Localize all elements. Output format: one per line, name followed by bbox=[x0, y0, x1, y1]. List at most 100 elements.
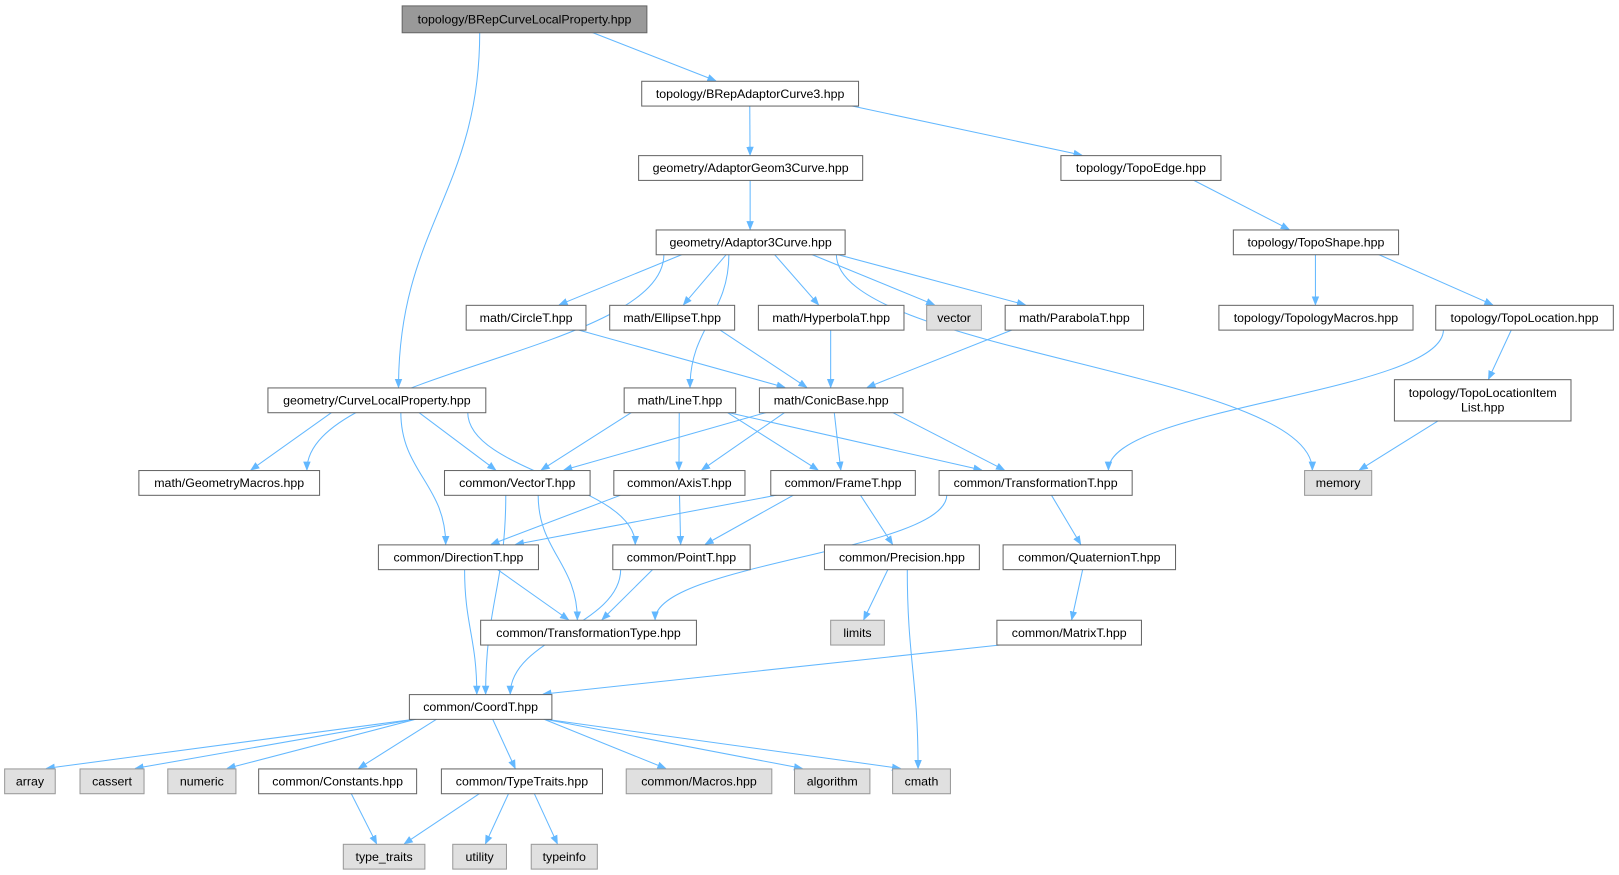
file-node-math-linet-hpp[interactable]: math/LineT.hpp bbox=[623, 387, 737, 414]
node-box bbox=[465, 304, 587, 331]
edge-math-circlet-hpp-to-math-conicbase-hpp bbox=[577, 329, 786, 389]
node-label: math/HyperbolaT.hpp bbox=[772, 311, 890, 325]
file-node-math-hyperbolat-hpp[interactable]: math/HyperbolaT.hpp bbox=[757, 304, 905, 331]
node-label: common/Precision.hpp bbox=[839, 550, 965, 564]
system-header-node-array: array bbox=[4, 768, 56, 795]
node-box bbox=[408, 694, 553, 720]
edge-topology-topolocation-hpp-to-common-transformationt-hpp bbox=[1104, 329, 1444, 471]
node-label: cmath bbox=[905, 774, 939, 788]
node-label: common/DirectionT.hpp bbox=[393, 550, 523, 564]
node-label: math/ParabolaT.hpp bbox=[1019, 311, 1130, 325]
node-label: math/CircleT.hpp bbox=[480, 311, 573, 325]
node-box bbox=[655, 229, 846, 256]
node-label: vector bbox=[937, 311, 971, 325]
system-header-node-algorithm: algorithm bbox=[794, 768, 871, 795]
node-label: common/TypeTraits.hpp bbox=[456, 774, 588, 788]
node-label: topology/TopologyMacros.hpp bbox=[1234, 311, 1399, 325]
node-box bbox=[757, 304, 905, 331]
edge-math-ellipset-hpp-to-math-conicbase-hpp bbox=[719, 329, 808, 388]
file-node-topology-topolocation-hpp[interactable]: topology/TopoLocation.hpp bbox=[1435, 304, 1614, 331]
edge-common-coordt-hpp-to-common-macros-hpp bbox=[542, 718, 667, 769]
node-box bbox=[609, 304, 736, 331]
node-label: common/FrameT.hpp bbox=[785, 476, 902, 490]
file-node-math-parabolat-hpp[interactable]: math/ParabolaT.hpp bbox=[1004, 304, 1145, 331]
file-node-common-vectort-hpp[interactable]: common/VectorT.hpp bbox=[443, 470, 591, 496]
edge-math-linet-hpp-to-common-vectort-hpp bbox=[540, 411, 633, 471]
file-node-geometry-adaptorgeom3curve-hpp[interactable]: geometry/AdaptorGeom3Curve.hpp bbox=[638, 155, 864, 181]
edge-math-linet-hpp-to-common-framet-hpp bbox=[726, 411, 819, 471]
file-node-common-coordt-hpp[interactable]: common/CoordT.hpp bbox=[408, 694, 553, 720]
file-node-math-conicbase-hpp[interactable]: math/ConicBase.hpp bbox=[758, 387, 904, 414]
system-header-node-cassert: cassert bbox=[79, 768, 145, 795]
node-label: topology/BRepCurveLocalProperty.hpp bbox=[418, 12, 632, 26]
edges-layer bbox=[45, 31, 1512, 845]
node-label: utility bbox=[466, 850, 495, 864]
edge-common-matrixt-hpp-to-common-coordt-hpp bbox=[542, 644, 1005, 697]
file-node-common-pointt-hpp[interactable]: common/PointT.hpp bbox=[612, 544, 751, 571]
edge-geometry-curvelocalproperty-hpp-to-common-vectort-hpp bbox=[418, 411, 497, 471]
file-node-common-transformationt-hpp[interactable]: common/TransformationT.hpp bbox=[938, 470, 1133, 496]
file-node-math-geometrymacros-hpp[interactable]: math/GeometryMacros.hpp bbox=[138, 470, 321, 496]
node-box bbox=[401, 5, 648, 34]
node-box bbox=[1004, 304, 1145, 331]
edge-geometry-adaptor3curve-hpp-to-math-circlet-hpp bbox=[558, 253, 683, 306]
file-node-math-circlet-hpp[interactable]: math/CircleT.hpp bbox=[465, 304, 587, 331]
nodes-layer: topology/BRepCurveLocalProperty.hpp topol… bbox=[4, 5, 1614, 870]
node-label: List.hpp bbox=[1461, 401, 1504, 415]
node-box bbox=[612, 544, 751, 571]
file-node-common-directiont-hpp[interactable]: common/DirectionT.hpp bbox=[377, 544, 539, 571]
node-label: common/Macros.hpp bbox=[641, 774, 757, 788]
edge-common-pointt-hpp-to-common-transformationtype-hpp bbox=[601, 568, 654, 621]
file-node-topology-toposhape-hpp[interactable]: topology/TopoShape.hpp bbox=[1232, 229, 1400, 256]
node-label: common/MatrixT.hpp bbox=[1012, 626, 1127, 640]
file-node-common-constants-hpp[interactable]: common/Constants.hpp bbox=[258, 768, 418, 795]
file-node-topology-brepcurvelocalproperty-hpp[interactable]: topology/BRepCurveLocalProperty.hpp bbox=[401, 5, 648, 34]
node-label: common/Constants.hpp bbox=[272, 774, 403, 788]
node-label: topology/BRepAdaptorCurve3.hpp bbox=[656, 87, 845, 101]
edge-common-coordt-hpp-to-common-typetraits-hpp bbox=[492, 718, 516, 770]
file-node-common-typetraits-hpp[interactable]: common/TypeTraits.hpp bbox=[440, 768, 603, 795]
file-node-geometry-adaptor3curve-hpp[interactable]: geometry/Adaptor3Curve.hpp bbox=[655, 229, 846, 256]
edge-common-coordt-hpp-to-cmath bbox=[543, 718, 902, 771]
file-node-common-matrixt-hpp[interactable]: common/MatrixT.hpp bbox=[996, 619, 1142, 646]
node-label: common/QuaternionT.hpp bbox=[1018, 550, 1161, 564]
node-label: common/PointT.hpp bbox=[627, 550, 736, 564]
file-node-common-transformationtype-hpp[interactable]: common/TransformationType.hpp bbox=[480, 619, 697, 646]
file-node-math-ellipset-hpp[interactable]: math/EllipseT.hpp bbox=[609, 304, 736, 331]
edge-common-axist-hpp-to-common-pointt-hpp bbox=[676, 494, 685, 546]
node-label: algorithm bbox=[807, 774, 858, 788]
edge-common-transformationt-hpp-to-common-transformationtype-hpp bbox=[651, 494, 948, 621]
edge-common-directiont-hpp-to-common-transformationtype-hpp bbox=[496, 568, 570, 621]
node-label: numeric bbox=[180, 774, 224, 788]
file-node-topology-topoedge-hpp[interactable]: topology/TopoEdge.hpp bbox=[1060, 155, 1222, 181]
node-box bbox=[440, 768, 603, 795]
edge-topology-topolocation-hpp-to-topology-topolocationitemlist-hpp bbox=[1487, 329, 1512, 381]
node-label: geometry/AdaptorGeom3Curve.hpp bbox=[653, 161, 849, 175]
edge-math-conicbase-hpp-to-common-framet-hpp bbox=[833, 412, 844, 471]
node-box bbox=[342, 843, 426, 870]
file-node-topology-brepadaptorcurve3-hpp[interactable]: topology/BRepAdaptorCurve3.hpp bbox=[641, 80, 860, 107]
edge-topology-toposhape-hpp-to-topology-topolocation-hpp bbox=[1377, 253, 1494, 306]
edge-common-vectort-hpp-to-common-coordt-hpp bbox=[481, 494, 507, 696]
node-label: common/TransformationT.hpp bbox=[954, 476, 1118, 490]
edge-math-conicbase-hpp-to-common-axist-hpp bbox=[700, 411, 786, 471]
node-box bbox=[830, 619, 885, 646]
edge-common-precision-hpp-to-limits bbox=[863, 568, 889, 621]
edge-geometry-adaptor3curve-hpp-to-math-ellipset-hpp bbox=[682, 253, 727, 306]
file-node-common-quaterniont-hpp[interactable]: common/QuaternionT.hpp bbox=[1002, 544, 1177, 571]
file-node-geometry-curvelocalproperty-hpp[interactable]: geometry/CurveLocalProperty.hpp bbox=[267, 387, 487, 414]
node-box bbox=[443, 470, 591, 496]
node-label: common/AxisT.hpp bbox=[627, 476, 732, 490]
file-node-common-axist-hpp[interactable]: common/AxisT.hpp bbox=[613, 470, 746, 496]
edge-common-constants-hpp-to-type-traits bbox=[350, 792, 378, 845]
node-label: typeinfo bbox=[543, 850, 586, 864]
file-node-topology-topologymacros-hpp[interactable]: topology/TopologyMacros.hpp bbox=[1218, 304, 1414, 331]
file-node-common-precision-hpp[interactable]: common/Precision.hpp bbox=[823, 544, 980, 571]
edge-common-framet-hpp-to-common-pointt-hpp bbox=[704, 494, 795, 545]
edge-geometry-adaptor3curve-hpp-to-vector bbox=[810, 253, 936, 306]
node-box bbox=[377, 544, 539, 571]
edge-geometry-adaptor3curve-hpp-to-math-hyperbolat-hpp bbox=[773, 253, 820, 306]
file-node-common-framet-hpp[interactable]: common/FrameT.hpp bbox=[770, 470, 916, 496]
